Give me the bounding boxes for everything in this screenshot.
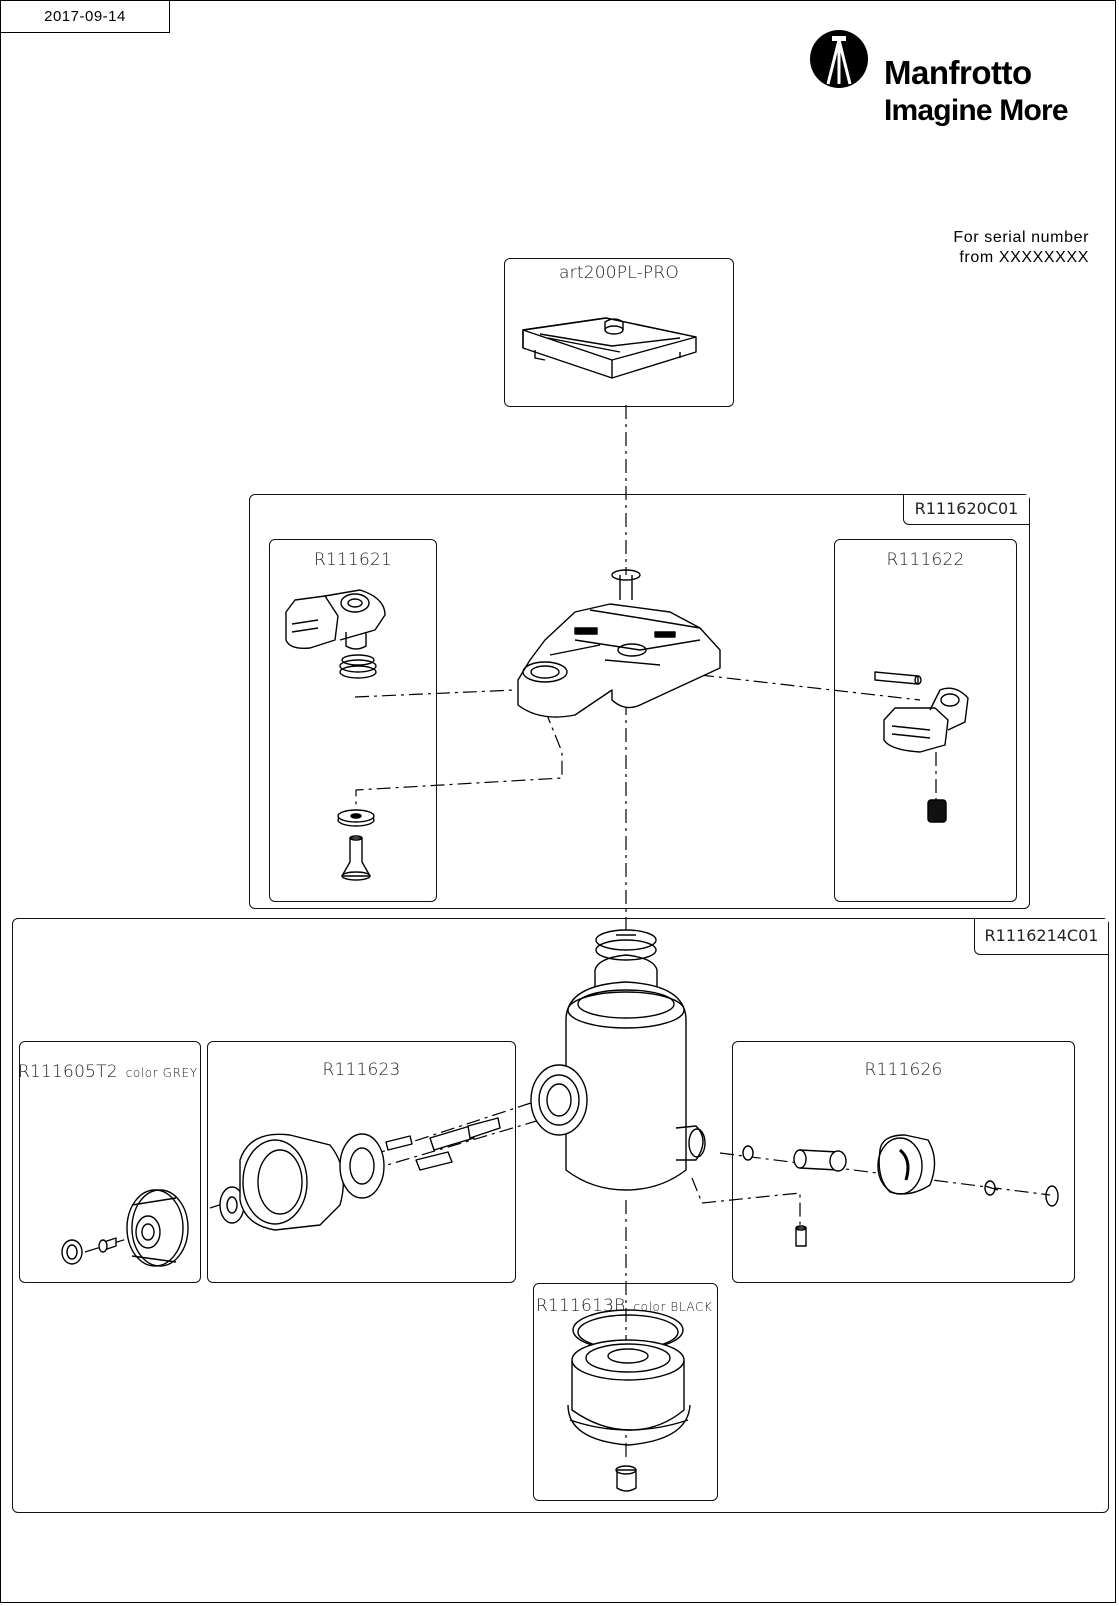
group-left-lever-label: R111621 — [313, 550, 393, 570]
base-code: R111613B — [536, 1296, 626, 1316]
manfrotto-logo-icon — [810, 30, 868, 88]
group-lock-knob-label: R111626 — [864, 1060, 943, 1080]
head-body-part — [530, 929, 706, 1191]
group-plate-label: art200PL-PRO — [559, 263, 679, 283]
group-friction-knob-label: R111623 — [322, 1060, 401, 1080]
brand-name: Manfrotto — [884, 54, 1032, 91]
group-friction-knob: R111623 — [207, 1041, 516, 1283]
serial-line-1: For serial number — [953, 229, 1089, 246]
base-color-note: color BLACK — [633, 1300, 713, 1314]
axis-lines — [84, 405, 1051, 1460]
group-base: R111613B color BLACK — [533, 1283, 718, 1501]
group-right-lever-label: R111622 — [886, 550, 965, 570]
group-knob: R111605T2 color GREY — [18, 1041, 201, 1283]
knob-code: R111605T2 — [18, 1062, 118, 1082]
right-lever-part — [874, 671, 969, 823]
left-lever-part — [285, 589, 386, 881]
serial-note: For serial number from XXXXXXXX — [953, 228, 1089, 268]
date-stamp: 2017-09-14 — [0, 0, 170, 33]
knob-color-note: color GREY — [125, 1066, 198, 1080]
group-clamp-assembly-label: R111620C01 — [903, 495, 1029, 525]
group-left-lever: R111621 — [269, 539, 437, 902]
knob-part — [61, 1189, 189, 1267]
group-lock-knob: R111626 — [732, 1041, 1075, 1283]
base-part — [567, 1309, 691, 1492]
friction-knob-part — [219, 1117, 501, 1231]
group-clamp-assembly: R111620C01 — [249, 494, 1030, 909]
group-base-label: R111613B color BLACK — [536, 1296, 712, 1316]
brand-block: Manfrotto Imagine More — [808, 26, 1108, 136]
clamp-body-part — [517, 569, 721, 718]
group-head-assembly: R1116214C01 — [12, 918, 1109, 1513]
group-right-lever: R111622 — [834, 539, 1017, 902]
group-plate: art200PL-PRO — [504, 258, 734, 407]
plate-part — [522, 317, 697, 379]
brand-tagline: Imagine More — [884, 94, 1069, 127]
group-head-assembly-label: R1116214C01 — [974, 919, 1108, 955]
lock-knob-part — [742, 1134, 1059, 1247]
serial-line-2: from XXXXXXXX — [959, 249, 1089, 266]
group-knob-label: R111605T2 color GREY — [18, 1062, 198, 1082]
